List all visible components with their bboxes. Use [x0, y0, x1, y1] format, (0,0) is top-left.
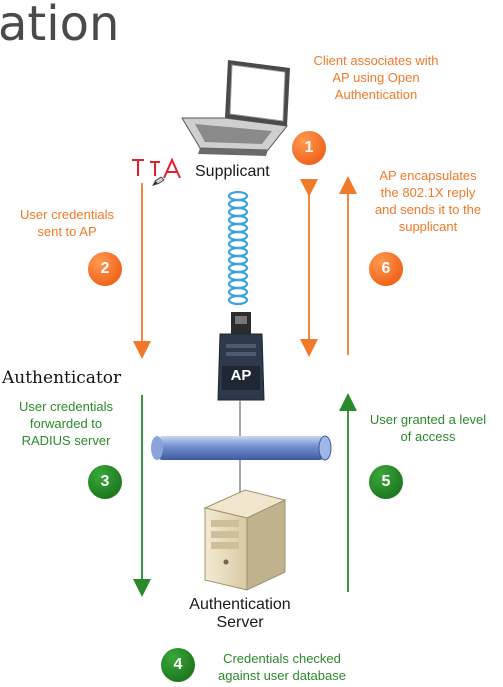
step-1-badge: 1	[292, 131, 326, 165]
step-2-line-1: User credentials	[20, 207, 114, 222]
step-6-line-4: supplicant	[398, 219, 458, 234]
step-1-line-1: Client associates with	[313, 53, 439, 68]
step-3-line-1: User credentials	[19, 399, 113, 414]
laptop-icon	[181, 60, 290, 156]
step-4-line-1: Credentials checked	[223, 651, 341, 666]
access-point-icon	[217, 312, 265, 401]
step-5-note: User granted a level of access	[356, 411, 500, 445]
step-4-badge: 4	[161, 648, 195, 682]
step-2-line-2: sent to AP	[37, 224, 97, 239]
step-1-note: Client associates with AP using Open Aut…	[288, 52, 464, 103]
network-backbone-icon	[151, 435, 332, 461]
step-6-line-3: and sends it to the	[374, 202, 482, 217]
slide-title: ation	[0, 0, 120, 52]
step-1-line-3: Authentication	[334, 87, 418, 102]
server-label-line1: Authentication	[189, 596, 291, 613]
server-icon	[203, 489, 287, 591]
authenticator-label: Authenticator	[2, 368, 122, 388]
wireless-link-icon	[227, 190, 249, 306]
server-label: Authentication Server	[180, 596, 300, 632]
step-5-badge: 5	[369, 465, 403, 499]
step-1-line-2: AP using Open	[332, 70, 420, 85]
step-6-line-2: the 802.1X reply	[380, 185, 476, 200]
supplicant-label: Supplicant	[195, 163, 270, 180]
ap-label: AP	[230, 367, 252, 384]
step-4-line-2: against user database	[218, 668, 346, 683]
server-label-line2: Server	[216, 614, 264, 631]
step-6-note: AP encapsulates the 802.1X reply and sen…	[356, 167, 500, 235]
step-3-badge: 3	[88, 465, 122, 499]
step-3-line-2: forwarded to	[29, 416, 103, 431]
step-3-note: User credentials forwarded to RADIUS ser…	[4, 398, 128, 449]
step-5-line-1: User granted a level	[369, 412, 487, 427]
handwritten-annotation	[132, 157, 181, 179]
step-4-note: Credentials checked against user databas…	[198, 650, 366, 684]
step-5-line-2: of access	[400, 429, 456, 444]
step-2-badge: 2	[88, 252, 122, 286]
pen-cursor-icon	[152, 176, 165, 186]
step-2-note: User credentials sent to AP	[6, 206, 128, 240]
step-6-badge: 6	[369, 252, 403, 286]
step-3-line-3: RADIUS server	[21, 433, 111, 448]
step-6-line-1: AP encapsulates	[379, 168, 477, 183]
